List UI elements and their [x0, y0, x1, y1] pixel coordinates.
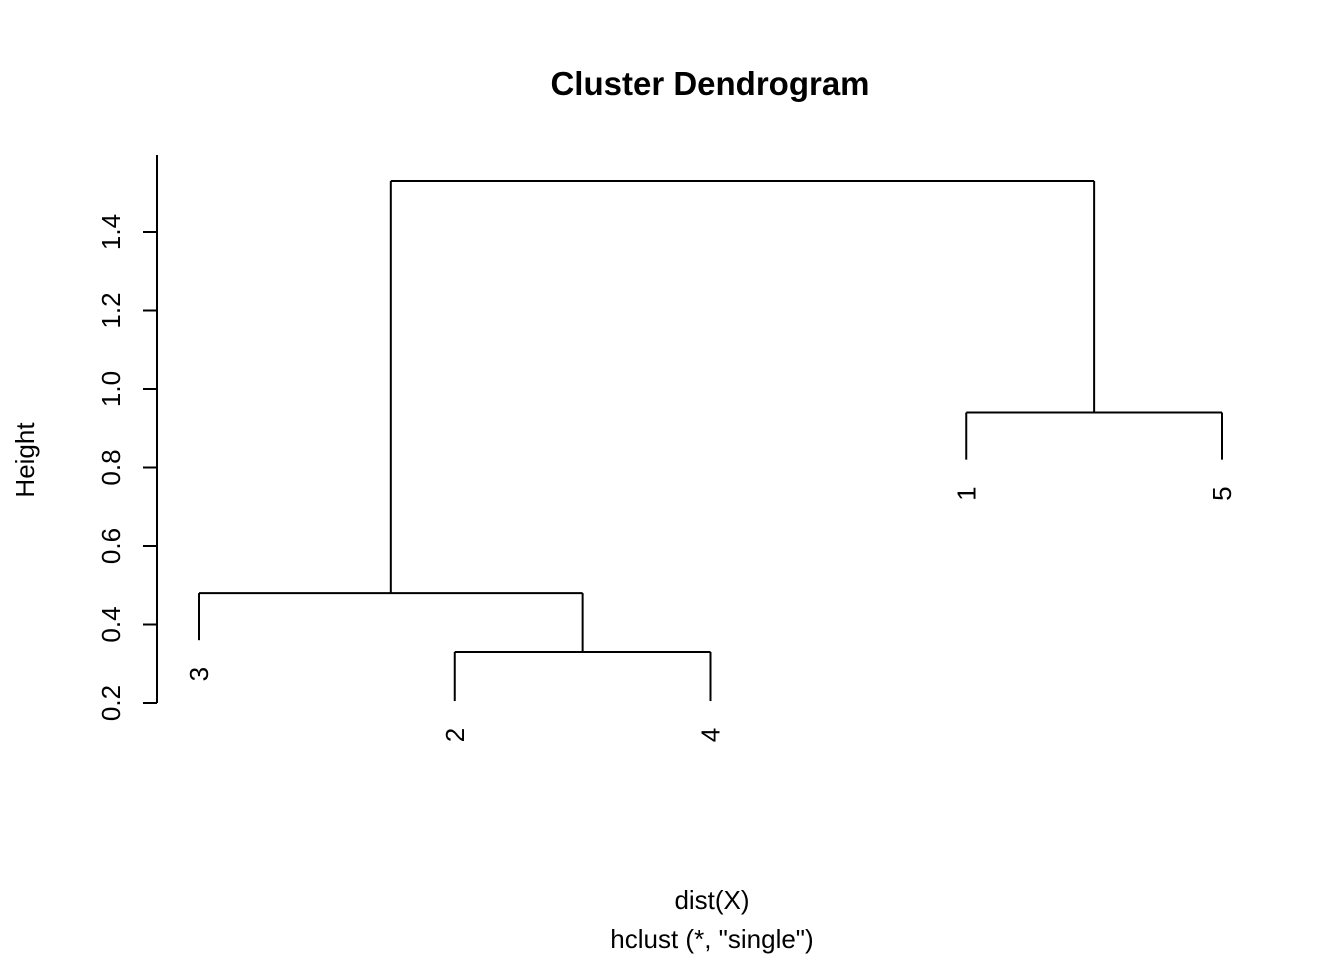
- y-axis-label: Height: [10, 422, 40, 498]
- y-tick-label: 0.6: [96, 528, 126, 564]
- method-caption: hclust (*, "single"): [610, 924, 813, 954]
- leaf-label: 2: [440, 728, 470, 742]
- y-tick-label: 0.8: [96, 449, 126, 485]
- leaf-labels: 3 2 4 1 5: [184, 486, 1237, 742]
- x-axis-caption: dist(X): [674, 885, 749, 915]
- y-tick-label: 1.0: [96, 371, 126, 407]
- leaf-label: 4: [696, 728, 726, 742]
- dendrogram-tree: [198, 179, 1223, 702]
- leaf-label: 5: [1207, 486, 1237, 500]
- y-tick-label: 1.2: [96, 292, 126, 328]
- chart-title: Cluster Dendrogram: [550, 65, 869, 102]
- y-tick-label: 0.4: [96, 606, 126, 642]
- y-tick-label: 1.4: [96, 214, 126, 250]
- leaf-label: 3: [184, 667, 214, 681]
- leaf-label: 1: [951, 486, 981, 500]
- y-tick-label: 0.2: [96, 685, 126, 721]
- y-axis: 0.2 0.4 0.6 0.8 1.0 1.2 1.4: [96, 155, 158, 721]
